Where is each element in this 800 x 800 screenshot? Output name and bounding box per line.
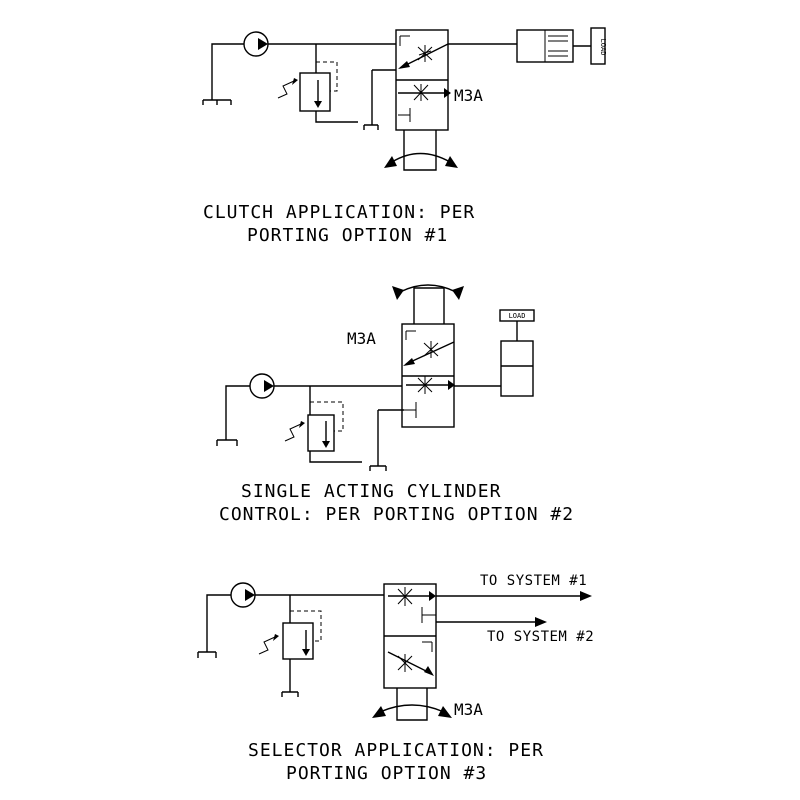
output-label-system-1: TO SYSTEM #1 (480, 573, 587, 589)
diagram-clutch-application: LOAD M3A CLUTCH APPLICATION: PER PORTING… (202, 27, 607, 246)
clutch-actuator-icon (516, 29, 591, 63)
load-box (590, 27, 606, 65)
valve-label: M3A (454, 700, 483, 719)
rotation-arrow-icon (384, 152, 458, 168)
m3a-valve-1 (395, 29, 451, 131)
caption-line-2: PORTING OPTION #3 (286, 763, 487, 784)
valve-label: M3A (347, 329, 376, 348)
output-label-system-2: TO SYSTEM #2 (487, 629, 594, 645)
caption-line-1: CLUTCH APPLICATION: PER (203, 202, 475, 223)
pump-icon (249, 373, 275, 399)
m3a-valve-2 (401, 323, 455, 428)
caption-line-2: CONTROL: PER PORTING OPTION #2 (219, 504, 574, 525)
pump-icon (243, 31, 269, 57)
load-box (499, 309, 535, 322)
pump-icon (230, 582, 256, 608)
rotation-arrow-icon (372, 704, 452, 718)
relief-valve-icon (277, 61, 338, 112)
tank-line (211, 43, 244, 100)
valve-label: M3A (454, 86, 483, 105)
tank-symbol (202, 99, 232, 105)
cylinder-icon (500, 320, 534, 397)
rotation-arrow-icon (392, 284, 464, 300)
diagram-single-acting-cylinder: LOAD M3A SINGLE ACTING CYLINDER CONTROL:… (216, 284, 574, 525)
diagram-selector-application: TO SYSTEM #1 TO SYSTEM #2 M3A SELECTOR A… (197, 573, 594, 784)
m3a-valve-3 (383, 583, 437, 689)
relief-valve-icon (258, 610, 322, 660)
caption-line-2: PORTING OPTION #1 (247, 225, 448, 246)
load-label: LOAD (509, 312, 526, 320)
caption-line-1: SINGLE ACTING CYLINDER (241, 481, 501, 502)
relief-valve-icon (284, 401, 344, 452)
caption-line-1: SELECTOR APPLICATION: PER (248, 740, 544, 761)
load-label: LOAD (599, 39, 607, 56)
